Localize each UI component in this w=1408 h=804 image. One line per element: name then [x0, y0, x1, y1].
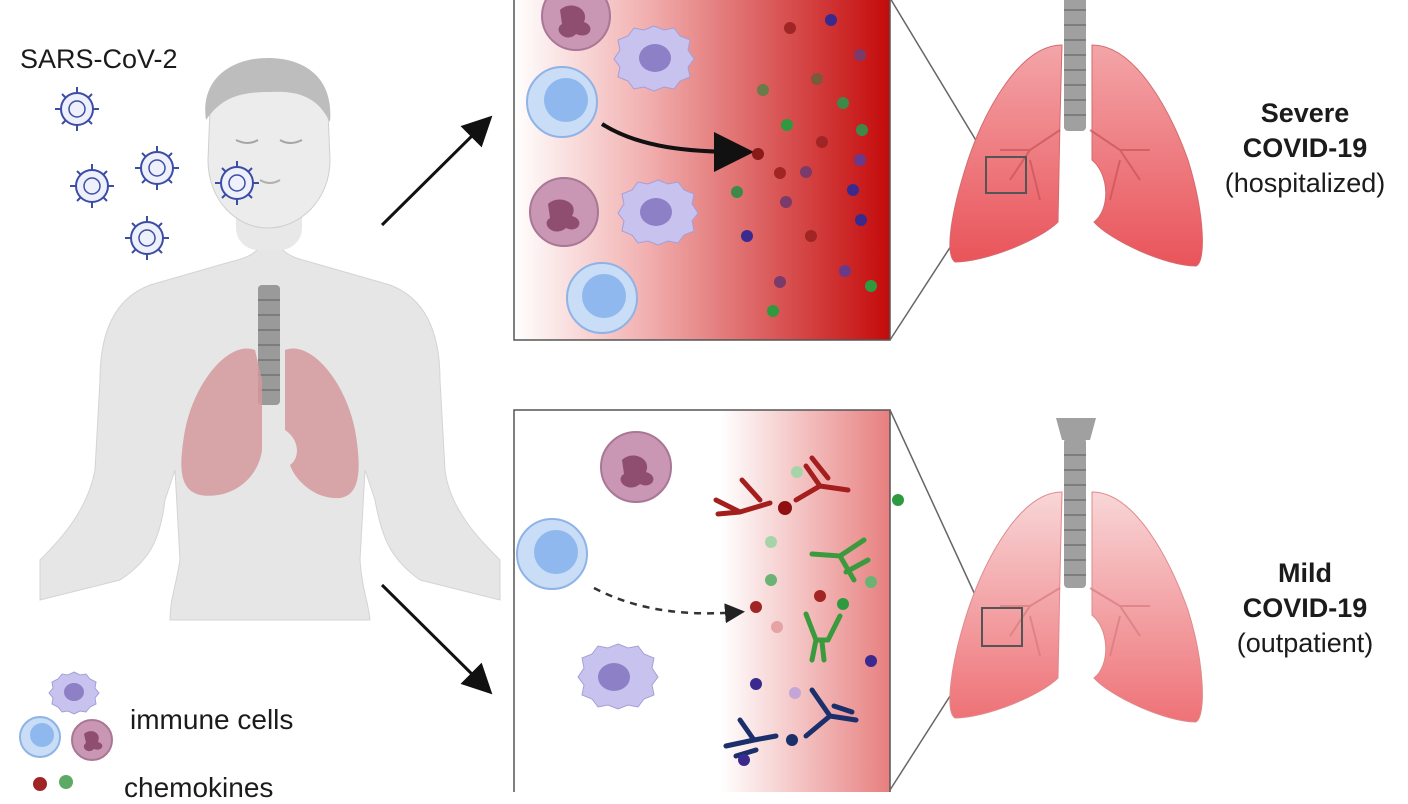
chemokine-red-icon	[33, 777, 47, 791]
trachea	[1064, 438, 1086, 588]
chemokine-dots	[731, 14, 877, 317]
neutrophil-icon	[71, 719, 113, 761]
monocyte-cell	[566, 262, 638, 334]
arrow-to-mild	[380, 583, 493, 695]
zoom-box	[981, 607, 1023, 647]
severe-outcome-disease: COVID-19	[1242, 133, 1368, 163]
neutrophil-cell	[529, 177, 599, 247]
severe-outcome-status: (hospitalized)	[1224, 168, 1386, 198]
virus-icon	[135, 146, 179, 190]
severe-outcome-label: Severe COVID-19 (hospitalized)	[1200, 96, 1408, 201]
legend-immune-cells-label: immune cells	[130, 704, 294, 735]
legend-icons	[19, 671, 113, 791]
monocyte-cell	[516, 518, 588, 590]
zoom-box	[985, 156, 1027, 194]
body-lung-right	[285, 348, 359, 499]
mild-lungs	[949, 418, 1203, 723]
macrophage-cell	[613, 25, 695, 92]
hair	[205, 58, 331, 122]
severe-panel	[513, 0, 891, 341]
body-silhouette	[39, 219, 501, 621]
virus-icon	[125, 216, 169, 260]
virus-icon	[70, 164, 114, 208]
neutrophil-cell	[600, 431, 672, 503]
arrow-to-severe	[380, 115, 493, 227]
mild-outcome-title: Mild	[1278, 558, 1332, 588]
monocyte-cell	[526, 66, 598, 138]
mild-outcome-status: (outpatient)	[1236, 628, 1374, 658]
macrophage-cell	[617, 179, 699, 246]
antibody-red	[713, 455, 851, 517]
lung-left	[949, 44, 1063, 263]
macrophage-icon	[48, 671, 100, 715]
human-figure	[39, 58, 501, 621]
antibody-green	[803, 537, 871, 663]
body-lung-left	[181, 348, 262, 496]
lung-right	[1091, 44, 1203, 267]
virus-icon	[55, 87, 99, 131]
neutrophil-cell	[541, 0, 611, 51]
chemokine-green-icon	[59, 775, 73, 789]
larynx	[1056, 418, 1096, 440]
severe-lungs	[949, 0, 1203, 267]
macrophage-cell	[577, 643, 659, 710]
trachea	[1064, 0, 1086, 131]
migration-arrow	[600, 122, 754, 172]
mild-outcome-label: Mild COVID-19 (outpatient)	[1200, 556, 1408, 661]
legend-chemokines-label: chemokines	[124, 772, 274, 803]
monocyte-icon	[19, 716, 61, 758]
antibody-navy	[723, 687, 859, 759]
virus-particles	[55, 87, 259, 260]
severe-outcome-title: Severe	[1260, 98, 1350, 128]
migration-arrow-dashed	[593, 586, 745, 624]
virus-label: SARS-CoV-2	[20, 44, 178, 74]
mild-panel	[513, 409, 904, 792]
chemokine-dots	[738, 466, 904, 766]
mild-outcome-disease: COVID-19	[1242, 593, 1368, 623]
virus-icon	[215, 161, 259, 205]
